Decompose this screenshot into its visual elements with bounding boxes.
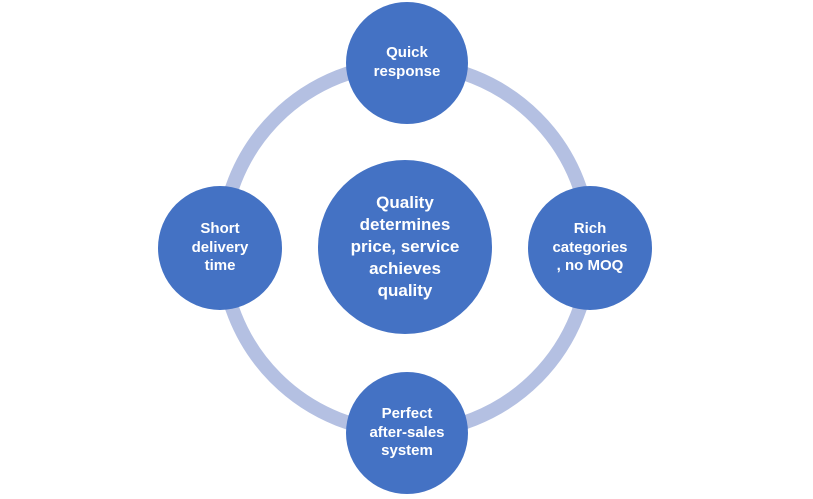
node-top: Quick response (346, 2, 468, 124)
node-bottom-label: Perfect after-sales system (369, 404, 445, 460)
node-center: Quality determines price, service achiev… (318, 160, 492, 334)
node-center-label: Quality determines price, service achiev… (350, 192, 460, 301)
node-left: Short delivery time (158, 186, 282, 310)
node-bottom: Perfect after-sales system (346, 372, 468, 494)
node-right: Rich categories , no MOQ (528, 186, 652, 310)
node-left-label: Short delivery time (191, 219, 249, 275)
node-right-label: Rich categories , no MOQ (552, 219, 628, 275)
node-top-label: Quick response (373, 44, 441, 80)
